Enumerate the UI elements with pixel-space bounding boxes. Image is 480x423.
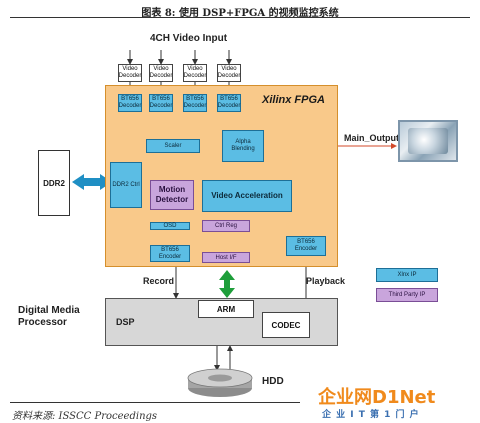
- output-display-content: [408, 128, 448, 154]
- fpga-title: Xilinx FPGA: [262, 94, 325, 106]
- legend-xilinx-ip: Xlnx IP: [376, 268, 438, 282]
- bt656-decoder-2: BT656 Decoder: [149, 94, 173, 112]
- bt656-decoder-1: BT656 Decoder: [118, 94, 142, 112]
- source-note: 资料来源: ISSCC Proceedings: [12, 411, 158, 422]
- alpha-blending-block: Alpha Blending: [222, 130, 264, 162]
- bt656-encoder-left: BT656 Encoder: [150, 245, 190, 262]
- figure-caption: 图表 8: 使用 DSP+FPGA 的视频监控系统: [141, 8, 339, 19]
- ctrl-reg-block: Ctrl Reg: [202, 220, 250, 232]
- ddr2-ctrl-block: DDR2 Ctrl: [110, 162, 142, 208]
- arm-block: ARM: [198, 300, 254, 318]
- fpga-arm-arrow: [219, 270, 235, 298]
- dmp-label-line1: Digital Media: [18, 305, 80, 316]
- video-decoder-1: Video Decoder: [118, 64, 142, 82]
- bt656-decoder-3: BT656 Decoder: [183, 94, 207, 112]
- video-decoder-3: Video Decoder: [183, 64, 207, 82]
- hdd-icon: [187, 368, 253, 397]
- dsp-label: DSP: [116, 317, 135, 327]
- ddr2-memory: DDR2: [38, 150, 70, 216]
- ddr2-bus-arrow: [72, 174, 112, 190]
- video-acceleration-block: Video Acceleration: [202, 180, 292, 212]
- video-decoder-2: Video Decoder: [149, 64, 173, 82]
- footer-rule: [10, 402, 300, 403]
- dmp-label: Digital Media Processor: [18, 305, 80, 329]
- osd-block: OSD: [150, 222, 190, 230]
- bt656-encoder-right: BT656 Encoder: [286, 236, 326, 256]
- playback-label: Playback: [306, 276, 346, 286]
- watermark-logo: 企业网D1Net: [318, 387, 436, 408]
- codec-block: CODEC: [262, 312, 310, 338]
- video-decoder-4: Video Decoder: [217, 64, 241, 82]
- input-label: 4CH Video Input: [150, 33, 228, 44]
- record-label: Record: [143, 276, 175, 286]
- dmp-label-line2: Processor: [18, 317, 67, 328]
- host-if-block: Host I/F: [202, 252, 250, 263]
- hdd-label: HDD: [262, 376, 284, 387]
- main-output-label: Main_Output: [344, 133, 399, 143]
- motion-detector-block: Motion Detector: [150, 180, 194, 210]
- legend-third-party-ip: Third Party IP: [376, 288, 438, 302]
- watermark-tagline: 企 业 I T 第 1 门 户: [322, 410, 420, 420]
- bt656-decoder-4: BT656 Decoder: [217, 94, 241, 112]
- scaler-block: Scaler: [146, 139, 200, 153]
- caption-rule: [10, 17, 470, 18]
